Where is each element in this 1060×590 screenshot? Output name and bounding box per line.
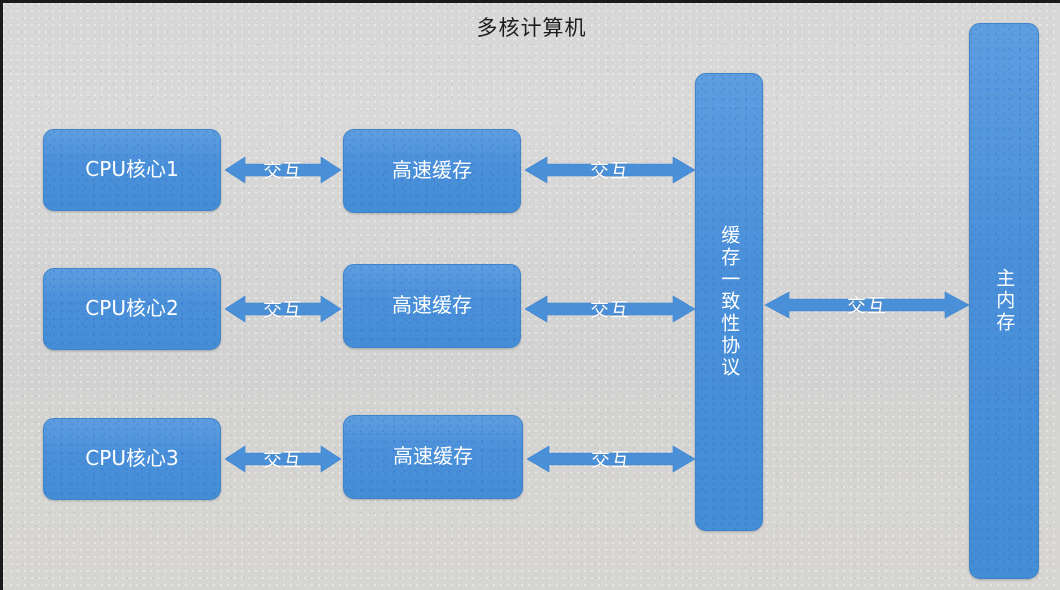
arrow-core2-to-cache2: 交互 [225,292,341,326]
arrow-core3-to-cache3: 交互 [225,442,341,476]
main-memory-box[interactable]: 主内存 [969,23,1039,579]
cache-1-box[interactable]: 高速缓存 [343,129,521,213]
page-title: 多核计算机 [476,16,587,40]
arrow-coherence-to-memory: 交互 [765,288,969,322]
arrow-core1-to-cache1: 交互 [225,153,341,187]
arrow-cache2-to-coherence: 交互 [525,292,695,326]
arrow-cache3-to-coherence: 交互 [527,442,695,476]
cache-2-box[interactable]: 高速缓存 [343,264,521,348]
arrow-cache1-to-coherence: 交互 [525,153,695,187]
cpu-core-1-box[interactable]: CPU核心1 [43,129,221,211]
cpu-core-2-box[interactable]: CPU核心2 [43,268,221,350]
cpu-core-3-box[interactable]: CPU核心3 [43,418,221,500]
cache-3-box[interactable]: 高速缓存 [343,415,523,499]
cache-coherence-protocol-box[interactable]: 缓存一致性协议 [695,73,763,531]
